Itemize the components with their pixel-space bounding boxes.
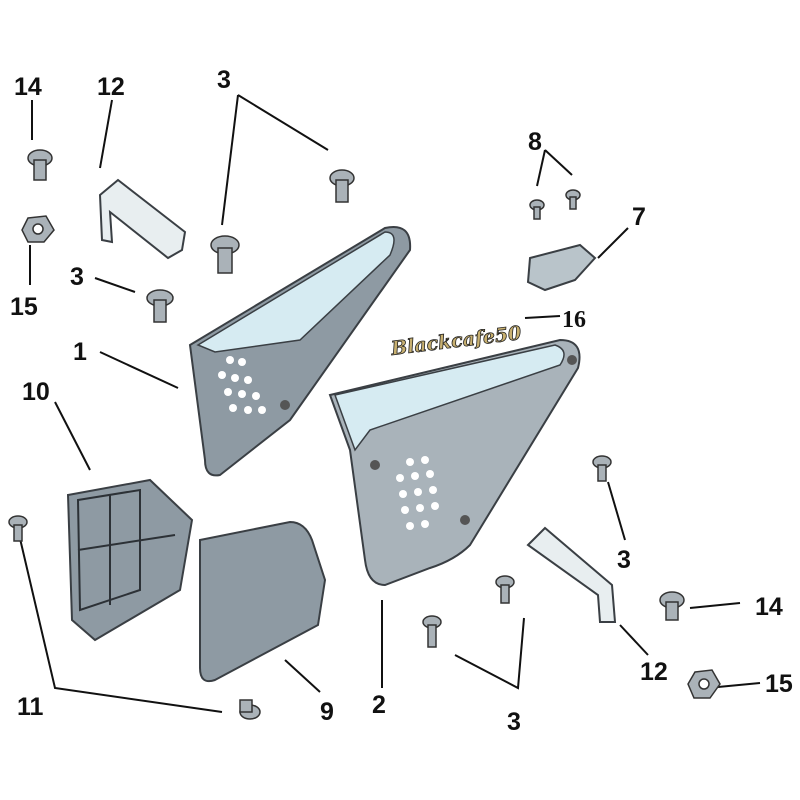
bolt-icon xyxy=(8,515,28,542)
leader-lines xyxy=(17,94,761,713)
part-12-bracket-top xyxy=(98,178,187,260)
label-15: 15 xyxy=(765,670,793,698)
part-labels: 14 12 3 8 7 3 15 16 1 10 3 14 12 15 11 9… xyxy=(10,66,793,736)
label-1: 1 xyxy=(73,338,87,366)
part-2-right-side-cover xyxy=(328,338,581,587)
label-12: 12 xyxy=(640,658,668,686)
label-3: 3 xyxy=(70,263,84,291)
label-11: 11 xyxy=(17,693,44,721)
label-3: 3 xyxy=(617,546,631,574)
part-10-grid-plate xyxy=(66,478,194,642)
label-15: 15 xyxy=(10,293,38,321)
bolt-icon xyxy=(422,615,442,648)
bolt-icon xyxy=(239,699,261,720)
label-2: 2 xyxy=(372,691,386,719)
bolt-icon xyxy=(495,575,515,604)
label-3: 3 xyxy=(507,708,521,736)
bolt-icon xyxy=(329,169,355,203)
nut-icon xyxy=(687,669,721,699)
label-12: 12 xyxy=(97,73,125,101)
label-9: 9 xyxy=(320,698,334,726)
bolt-icon xyxy=(210,235,240,274)
bolt-icon xyxy=(529,199,545,220)
label-14: 14 xyxy=(14,73,42,101)
label-14: 14 xyxy=(755,593,783,621)
bolt-icon xyxy=(592,455,612,482)
part-1-left-side-cover xyxy=(188,226,412,477)
bolt-icon xyxy=(146,289,174,323)
part-7-small-bracket xyxy=(526,243,597,292)
part-9-plate xyxy=(199,520,327,683)
part-12-bracket-bottom xyxy=(526,526,617,623)
bolt-icon xyxy=(27,149,53,181)
label-10: 10 xyxy=(22,378,50,406)
label-3: 3 xyxy=(217,66,231,94)
label-7: 7 xyxy=(632,203,646,231)
bolt-icon xyxy=(659,591,685,621)
label-16: 16 xyxy=(562,307,586,333)
nut-icon xyxy=(21,215,55,243)
label-8: 8 xyxy=(528,128,542,156)
bolt-icon xyxy=(565,189,581,210)
bolts xyxy=(8,149,721,720)
